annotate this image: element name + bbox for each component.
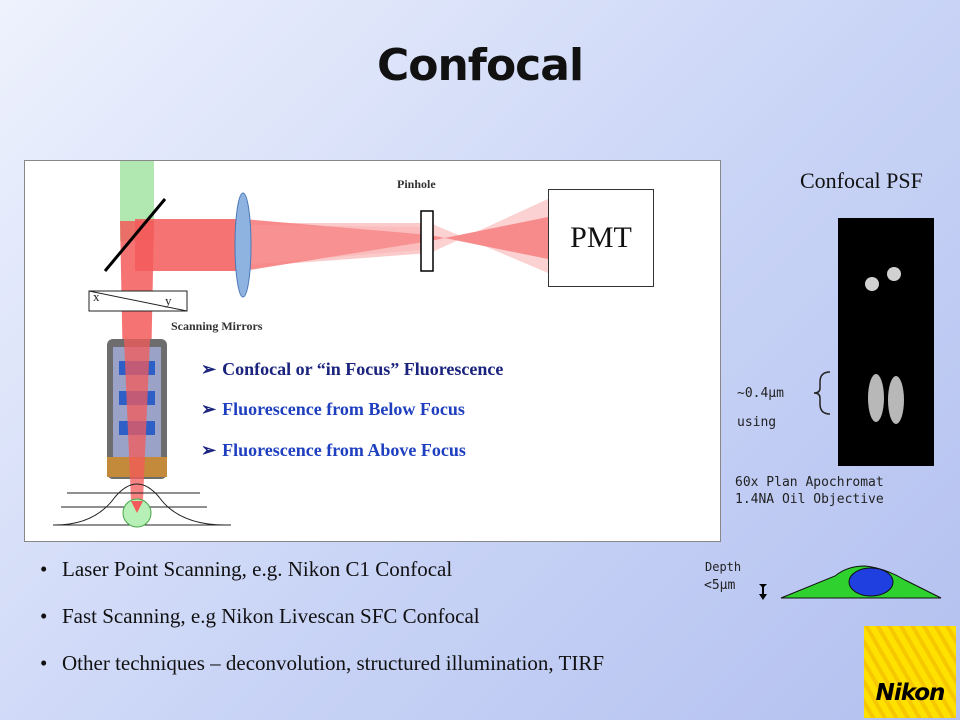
- psf-image-side: [838, 342, 934, 466]
- nikon-logo-text: Nikon: [875, 680, 946, 706]
- focused-beam: [243, 219, 430, 271]
- lens: [234, 192, 252, 298]
- pinhole: [420, 210, 434, 272]
- objective-line2: 1.4NA Oil Objective: [735, 492, 884, 507]
- optical-path: [53, 161, 548, 528]
- pmt-detector: PMT: [548, 189, 654, 287]
- pmt-label: PMT: [570, 221, 632, 254]
- bullet-item: •Laser Point Scanning, e.g. Nikon C1 Con…: [40, 557, 453, 581]
- emission-beam-horizontal: [135, 219, 243, 271]
- pmt-beam-defocus: [430, 199, 548, 273]
- pinhole-label: Pinhole: [397, 177, 436, 191]
- objective-line1: 60x Plan Apochromat: [735, 475, 884, 490]
- nikon-logo: Nikon: [864, 626, 956, 718]
- psf-using-label: using: [737, 415, 777, 430]
- psf-image-top: [838, 218, 934, 342]
- legend-above-focus: ➢Fluorescence from Above Focus: [201, 440, 466, 460]
- psf-size-label: ~0.4µm: [737, 386, 784, 401]
- page-title: Confocal: [376, 40, 584, 91]
- scanning-mirrors-label: Scanning Mirrors: [171, 319, 263, 333]
- bullet-list: •Laser Point Scanning, e.g. Nikon C1 Con…: [40, 556, 604, 697]
- confocal-diagram: Pinhole PMT x y Scanning Mirrors ➢Confoc…: [24, 160, 721, 542]
- bullet-item: •Fast Scanning, e.g Nikon Livescan SFC C…: [40, 604, 480, 628]
- arrow-icon: ➢: [201, 399, 217, 419]
- cell-nucleus: [848, 567, 894, 597]
- sample-coverslip: [54, 483, 226, 526]
- depth-value: <5µm: [704, 578, 736, 593]
- dichroic-mirror: [103, 198, 167, 272]
- arrow-icon: ➢: [201, 440, 217, 460]
- cell-diagram: [759, 565, 942, 600]
- legend-below-focus: ➢Fluorescence from Below Focus: [201, 399, 465, 419]
- depth-label: Depth: [705, 560, 742, 574]
- legend-in-focus: ➢Confocal or “in Focus” Fluorescence: [201, 359, 504, 379]
- psf-title: Confocal PSF: [800, 168, 923, 193]
- below-focus-beam: [243, 223, 430, 267]
- psf-spots: [865, 267, 901, 291]
- pmt-beam: [430, 217, 548, 259]
- arrow-icon: ➢: [201, 359, 217, 379]
- axis-x-label: x: [93, 289, 100, 304]
- brace-icon: [813, 371, 831, 415]
- psf-elongated: [868, 374, 904, 424]
- bullet-item: •Other techniques – deconvolution, struc…: [40, 651, 605, 675]
- axis-y-label: y: [165, 293, 172, 308]
- above-focus-beam: [243, 225, 430, 265]
